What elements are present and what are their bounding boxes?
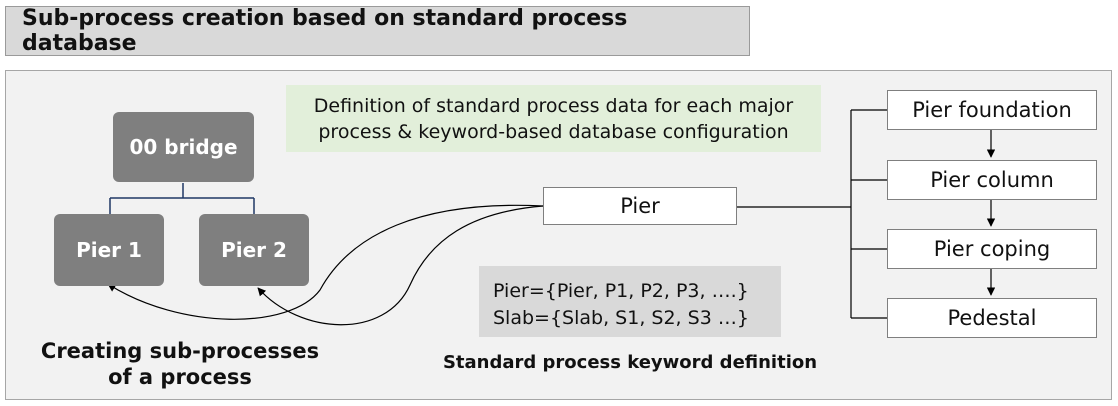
page-title: Sub-process creation based on standard p… [5,6,750,56]
tree-connector [109,183,255,214]
chain-node-pedestal: Pedestal [887,298,1097,338]
chain-node-column: Pier column [887,160,1097,200]
curve-arrow-pier1 [107,204,544,320]
curve-arrow-pier2 [257,205,544,326]
chain-node-coping: Pier coping [887,229,1097,269]
chain-node-foundation: Pier foundation [887,90,1097,130]
keyword-definition-box: Pier={Pier, P1, P2, P3, ….} Slab={Slab, … [479,266,781,337]
root-node: 00 bridge [113,112,254,182]
pier2-node: Pier 2 [199,214,309,286]
right-caption: Standard process keyword definition [442,352,818,373]
definition-note-line1: Definition of standard process data for … [313,94,794,117]
left-caption: Creating sub-processes of a process [30,338,330,390]
definition-note: Definition of standard process data for … [286,85,821,152]
keyword-line-pier: Pier={Pier, P1, P2, P3, ….} [493,280,749,302]
pier1-node: Pier 1 [54,214,164,286]
pier-node: Pier [543,187,737,225]
left-caption-line2: of a process [108,365,252,389]
left-caption-line1: Creating sub-processes [40,339,320,363]
chain-bracket [850,109,887,319]
definition-note-line2: process & keyword-based database configu… [318,120,789,143]
keyword-line-slab: Slab={Slab, S1, S2, S3 …} [493,307,749,329]
